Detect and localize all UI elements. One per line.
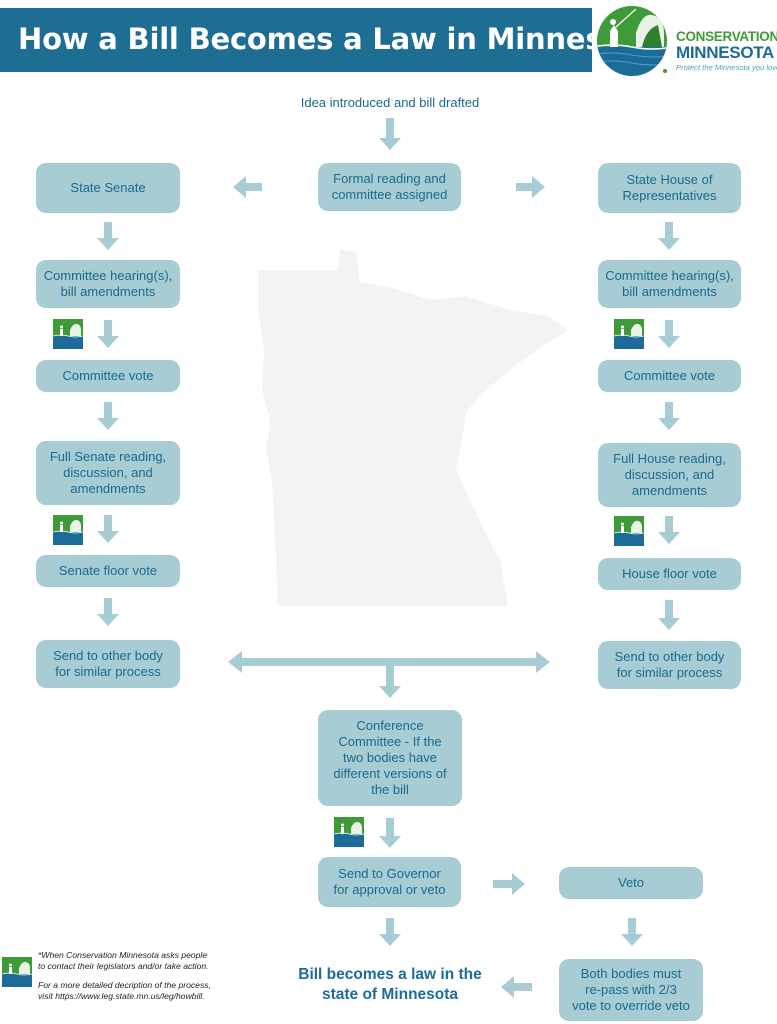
formal-reading-box: Formal reading and committee assigned xyxy=(318,163,461,211)
arrow-down xyxy=(621,918,643,946)
house-floor-vote-label: House floor vote xyxy=(622,566,717,581)
house-send-other-label: Send to other body for similar process xyxy=(614,649,725,680)
house-title-label: State House of Representatives xyxy=(622,172,717,203)
conference-committee-box: Conference Committee - If the two bodies… xyxy=(318,710,462,806)
footnote: *When Conservation Minnesota asks people… xyxy=(38,950,248,1002)
house-full-reading-box: Full House reading, discussion, and amen… xyxy=(598,443,741,507)
house-committee-vote-box: Committee vote xyxy=(598,360,741,392)
override-box: Both bodies must re-pass with 2/3 vote t… xyxy=(559,959,703,1021)
arrow-down xyxy=(658,402,680,430)
house-send-other-box: Send to other body for similar process xyxy=(598,641,741,689)
final-outcome: Bill becomes a law in the state of Minne… xyxy=(298,966,482,1003)
footnote-reference: For a more detailed decription of the pr… xyxy=(38,980,211,1001)
arrow-down xyxy=(97,320,119,348)
house-floor-vote-box: House floor vote xyxy=(598,558,741,590)
arrow-down xyxy=(97,515,119,543)
senate-title-label: State Senate xyxy=(70,180,146,195)
senate-send-other-box: Send to other body for similar process xyxy=(36,640,180,688)
logo-line2: MINNESOTA xyxy=(676,43,775,62)
arrow-left xyxy=(233,176,262,198)
arrow-down xyxy=(97,222,119,250)
arrow-down xyxy=(97,402,119,430)
conservation-minnesota-badge-icon xyxy=(614,516,644,546)
footnote-action: *When Conservation Minnesota asks people… xyxy=(38,950,209,971)
senate-full-reading-box: Full Senate reading, discussion, and ame… xyxy=(36,441,180,505)
arrow-right xyxy=(493,873,525,895)
conservation-minnesota-badge-icon xyxy=(53,319,83,349)
override-label: Both bodies must re-pass with 2/3 vote t… xyxy=(572,966,690,1013)
arrow-right xyxy=(516,176,545,198)
senate-committee-vote-box: Committee vote xyxy=(36,360,180,392)
arrow-down xyxy=(379,118,401,150)
formal-reading-label: Formal reading and committee assigned xyxy=(331,171,448,202)
conference-committee-label: Conference Committee - If the two bodies… xyxy=(333,718,447,797)
arrow-down xyxy=(658,600,680,630)
arrow-double-horizontal xyxy=(228,651,550,673)
senate-title-box: State Senate xyxy=(36,163,180,213)
conservation-minnesota-logo-icon xyxy=(597,6,667,76)
senate-floor-vote-label: Senate floor vote xyxy=(58,563,158,578)
conservation-minnesota-badge-icon xyxy=(53,515,83,545)
veto-box: Veto xyxy=(559,867,703,899)
conservation-minnesota-badge-icon xyxy=(2,957,32,987)
senate-floor-vote-box: Senate floor vote xyxy=(36,555,180,587)
house-committee-vote-label: Committee vote xyxy=(623,368,716,383)
house-full-reading-label: Full House reading, discussion, and amen… xyxy=(613,451,726,498)
house-hearing-box: Committee hearing(s), bill amendments xyxy=(598,260,741,308)
logo-tagline: Protect the Minnesota you love® xyxy=(676,63,777,72)
idea-step: Idea introduced and bill drafted xyxy=(300,95,480,110)
flow-arrows xyxy=(97,118,680,998)
arrow-down xyxy=(379,666,401,698)
senate-send-other-label: Send to other body for similar process xyxy=(53,648,163,679)
veto-label: Veto xyxy=(617,875,645,890)
arrow-down xyxy=(97,598,119,626)
arrow-down xyxy=(658,320,680,348)
arrow-down xyxy=(379,818,401,848)
senate-hearing-box: Committee hearing(s), bill amendments xyxy=(36,260,180,308)
arrow-down xyxy=(658,516,680,544)
arrow-left xyxy=(501,976,532,998)
senate-committee-vote-label: Committee vote xyxy=(62,368,154,383)
page-title: How a Bill Becomes a Law in Minnesota xyxy=(18,22,656,56)
house-hearing-label: Committee hearing(s), bill amendments xyxy=(605,268,734,299)
conservation-minnesota-badge-icon xyxy=(614,319,644,349)
senate-full-reading-label: Full Senate reading, discussion, and ame… xyxy=(49,449,167,496)
house-title-box: State House of Representatives xyxy=(598,163,741,213)
logo-line1: CONSERVATION xyxy=(676,29,777,44)
arrow-down xyxy=(658,222,680,250)
logo-wordmark: CONSERVATION MINNESOTA Protect the Minne… xyxy=(676,29,777,73)
arrow-down xyxy=(379,918,401,946)
governor-label: Send to Governor for approval or veto xyxy=(333,866,446,897)
conservation-minnesota-badge-icon xyxy=(334,817,364,847)
header-banner: How a Bill Becomes a Law in Minnesota xyxy=(0,8,655,72)
senate-hearing-label: Committee hearing(s), bill amendments xyxy=(43,268,173,299)
governor-box: Send to Governor for approval or veto xyxy=(318,857,461,907)
minnesota-state-map xyxy=(258,250,568,606)
